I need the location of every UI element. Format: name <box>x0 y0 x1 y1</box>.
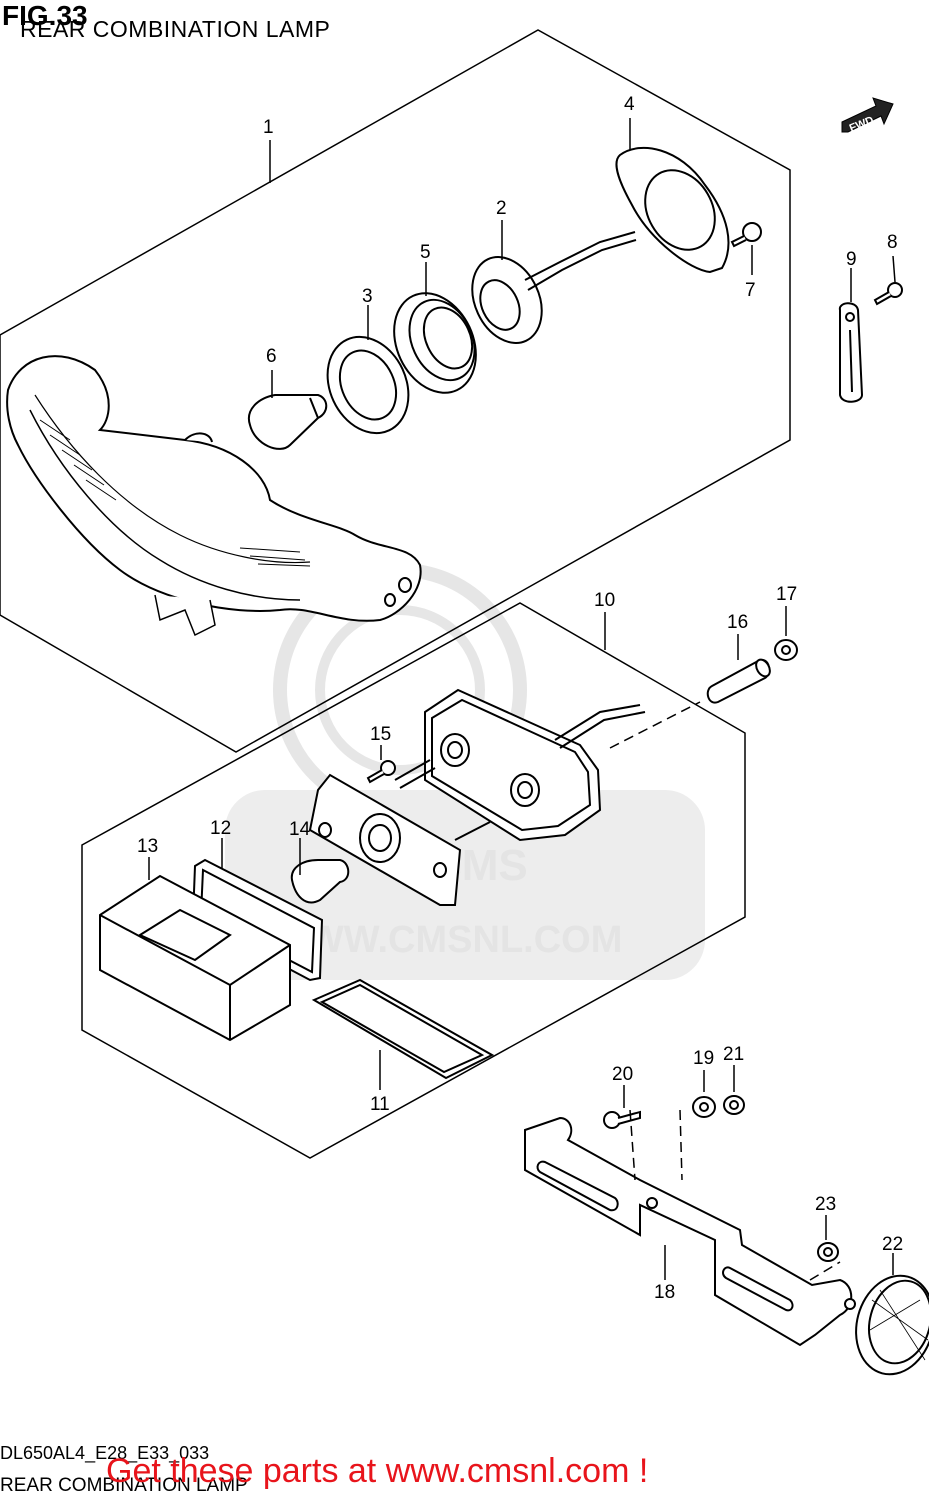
callout-14: 14 <box>289 819 311 840</box>
fwd-arrow-icon: FWD <box>841 97 894 135</box>
callout-18: 18 <box>654 1282 675 1303</box>
callout-13: 13 <box>137 836 158 857</box>
assembly-frame-10 <box>81 602 746 1159</box>
lamp-socket-plate <box>308 759 491 906</box>
washer-19 <box>692 1096 716 1118</box>
footer-model-code: DL650AL4_E28_E33_033 <box>0 1443 210 1463</box>
nut-21 <box>723 1095 745 1115</box>
callout-20: 20 <box>612 1064 633 1085</box>
nut-17 <box>774 639 798 661</box>
callout-16: 16 <box>727 612 748 633</box>
callout-9: 9 <box>846 249 857 270</box>
tail-lamp-housing <box>6 355 422 637</box>
nut-23 <box>817 1242 839 1262</box>
callout-1: 1 <box>263 117 274 138</box>
screw-8 <box>873 282 903 306</box>
screw-7 <box>730 222 762 248</box>
bracket-18 <box>524 1116 856 1347</box>
lens-cover-11 <box>311 978 495 1080</box>
footer-title: REAR COMBINATION LAMP <box>0 1475 248 1496</box>
callout-10: 10 <box>594 590 615 611</box>
leader-lines <box>148 118 896 1280</box>
callout-19: 19 <box>693 1048 714 1069</box>
callout-17: 17 <box>776 584 797 605</box>
callout-2: 2 <box>496 198 507 219</box>
gasket-4 <box>615 146 730 274</box>
callout-23: 23 <box>815 1194 836 1215</box>
retaining-ring-5 <box>393 292 477 394</box>
callout-8: 8 <box>887 232 898 253</box>
screw-20 <box>603 1110 641 1129</box>
callout-labels: 1 2 3 4 5 6 7 8 9 10 11 12 13 14 15 16 1… <box>137 94 903 1303</box>
reflector-22 <box>855 1274 929 1376</box>
assembly-frame-1 <box>0 29 791 753</box>
assembly-dashed-lines <box>609 701 841 1281</box>
callout-15: 15 <box>370 724 391 745</box>
bracket-9 <box>838 302 864 403</box>
callout-7: 7 <box>745 280 756 301</box>
callout-5: 5 <box>420 242 431 263</box>
callout-3: 3 <box>362 286 373 307</box>
figure-title: REAR COMBINATION LAMP <box>20 16 331 42</box>
bulb-socket-2 <box>471 231 637 344</box>
callout-6: 6 <box>266 346 277 367</box>
socket-ring-3 <box>326 335 410 435</box>
lens-13 <box>99 874 291 1042</box>
callout-12: 12 <box>210 818 231 839</box>
figure-number: FIG.33 <box>2 0 88 31</box>
callout-21: 21 <box>723 1044 744 1065</box>
callout-4: 4 <box>624 94 635 115</box>
license-lamp-housing-10 <box>424 688 646 842</box>
collar-16 <box>706 658 771 704</box>
watermark-url: WWW.CMSNL.COM <box>272 919 622 961</box>
callout-11: 11 <box>370 1094 390 1115</box>
callout-22: 22 <box>882 1234 903 1255</box>
screw-15 <box>366 760 396 784</box>
promo-link[interactable]: Get these parts at www.cmsnl.com ! <box>106 1452 649 1490</box>
bulb-6 <box>247 394 328 450</box>
